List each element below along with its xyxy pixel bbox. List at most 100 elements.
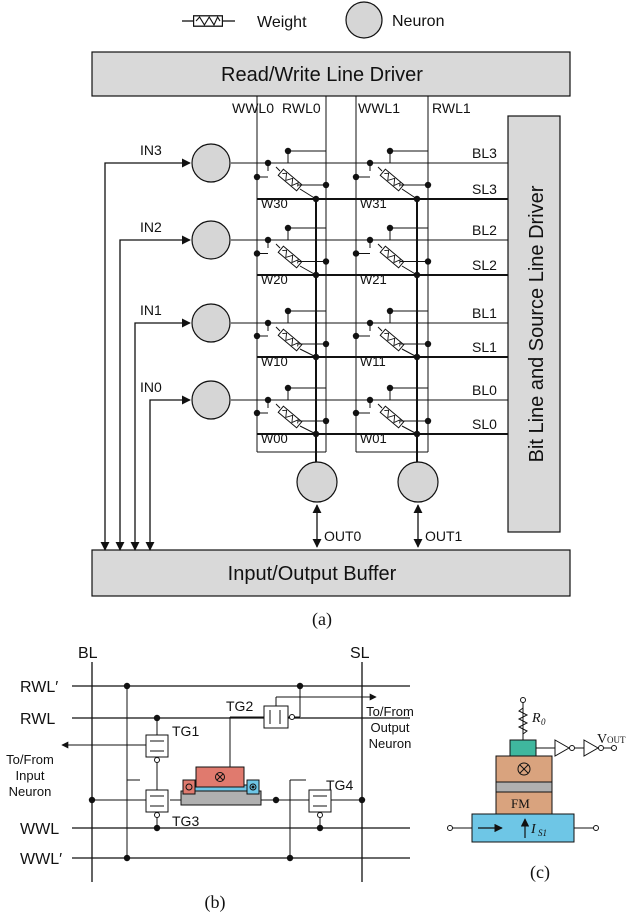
- weight-cell: [257, 227, 326, 276]
- input-neuron-1: [191, 303, 231, 343]
- bl3-label: BL3: [472, 145, 497, 161]
- is-label: I: [530, 822, 537, 837]
- junction-dot: [352, 332, 360, 340]
- tg3-symbol: [145, 789, 169, 818]
- to-from-output-1: To/From: [366, 704, 414, 719]
- weight-resistor-icon: [379, 168, 405, 192]
- mtj-device: [180, 766, 262, 806]
- input-neurons: [191, 143, 231, 420]
- junction-dot: [352, 409, 360, 417]
- rwl-prime-label: RWL′: [20, 679, 58, 696]
- panel-c: FM I S1 R 0 V OUT (c): [447, 697, 626, 883]
- tg4-symbol: [308, 789, 332, 818]
- weight-legend-icon: [192, 15, 224, 27]
- weight-resistor-icon: [277, 328, 303, 352]
- wwl0-label: WWL0: [232, 100, 274, 116]
- junction-dot: [284, 307, 292, 315]
- out0-label: OUT0: [324, 528, 362, 544]
- sl2-label: SL2: [472, 257, 497, 273]
- junction-dot: [424, 417, 432, 425]
- tg1-label: TG1: [172, 723, 199, 739]
- sot-device: [471, 739, 575, 843]
- in2-label: IN2: [140, 219, 162, 235]
- sl1-label: SL1: [472, 339, 497, 355]
- tg1-symbol: [145, 734, 169, 763]
- tg4-label: TG4: [326, 777, 353, 793]
- w00-label: W00: [261, 431, 288, 446]
- junction-dot: [322, 181, 330, 189]
- bl2-label: BL2: [472, 222, 497, 238]
- junction-dot: [413, 430, 421, 438]
- junction-dot: [352, 250, 360, 257]
- bl0-label: BL0: [472, 382, 497, 398]
- panel-b: BL SL RWL′ RWL WWL WWL′: [6, 645, 414, 913]
- r0-sub-label: 0: [541, 717, 546, 727]
- junction-dot: [264, 319, 272, 327]
- junction-dot: [413, 271, 421, 279]
- weight-cell: [356, 227, 428, 276]
- out1-label: OUT1: [425, 528, 463, 544]
- junction-dot: [284, 147, 292, 155]
- tg2-symbol: [263, 705, 295, 729]
- sl0-label: SL0: [472, 416, 497, 432]
- junction-dot: [312, 195, 320, 203]
- input-neuron-0: [191, 380, 231, 420]
- junction-dot: [424, 340, 432, 348]
- in1-label: IN1: [140, 302, 162, 318]
- to-from-output-2: Output: [370, 720, 409, 735]
- junction-dot: [264, 396, 272, 404]
- junction-dot: [386, 384, 394, 392]
- wwl-prime-label: WWL′: [20, 851, 62, 868]
- junction-dot: [366, 319, 374, 327]
- tg3-label: TG3: [172, 813, 199, 829]
- rwl-label: RWL: [20, 711, 55, 728]
- w31-label: W31: [360, 196, 387, 211]
- to-from-output-3: Neuron: [369, 736, 412, 751]
- sl-label: SL: [350, 645, 370, 662]
- junction-dot: [253, 409, 261, 417]
- caption-a: (a): [312, 609, 332, 630]
- junction-dot: [424, 181, 432, 189]
- bit-source-line-driver: [507, 115, 561, 533]
- junction-dot: [264, 236, 272, 244]
- junction-dot: [322, 340, 330, 348]
- weight-resistor-icon: [379, 245, 405, 269]
- w10-label: W10: [261, 354, 288, 369]
- weight-cell: [257, 150, 326, 200]
- input-output-buffer: [91, 549, 571, 597]
- legend-weight-label: Weight: [257, 14, 307, 31]
- junction-dot: [253, 173, 261, 181]
- neuron-legend-icon: [345, 1, 383, 39]
- in0-label: IN0: [140, 379, 162, 395]
- rwl1-label: RWL1: [432, 100, 471, 116]
- vout-label: V: [597, 732, 607, 747]
- junction-dot: [253, 250, 261, 257]
- w30-label: W30: [261, 196, 288, 211]
- junction-dot: [386, 224, 394, 232]
- input-neuron-2: [191, 220, 231, 260]
- junction-dot: [424, 258, 432, 265]
- junction-dot: [386, 147, 394, 155]
- wwl1-label: WWL1: [358, 100, 400, 116]
- is-sub-label: S1: [538, 828, 547, 838]
- wwl-label: WWL: [20, 821, 59, 838]
- output-neuron-1: [397, 461, 439, 503]
- to-from-input-2: Input: [16, 768, 45, 783]
- junction-dot: [312, 353, 320, 361]
- junction-dot: [312, 271, 320, 279]
- caption-b: (b): [205, 892, 226, 913]
- read-write-line-driver-label: Read/Write Line Driver: [221, 64, 423, 86]
- junction-dot: [413, 353, 421, 361]
- junction-dot: [413, 195, 421, 203]
- read-write-line-driver: [91, 51, 571, 97]
- r0-label: R: [531, 711, 541, 726]
- weight-resistor-icon: [277, 168, 303, 192]
- input-output-buffer-label: Input/Output Buffer: [228, 563, 397, 585]
- w21-label: W21: [360, 272, 387, 287]
- junction-dot: [322, 258, 330, 265]
- junction-dot: [352, 173, 360, 181]
- junction-dot: [366, 396, 374, 404]
- w20-label: W20: [261, 272, 288, 287]
- bl-label: BL: [78, 645, 98, 662]
